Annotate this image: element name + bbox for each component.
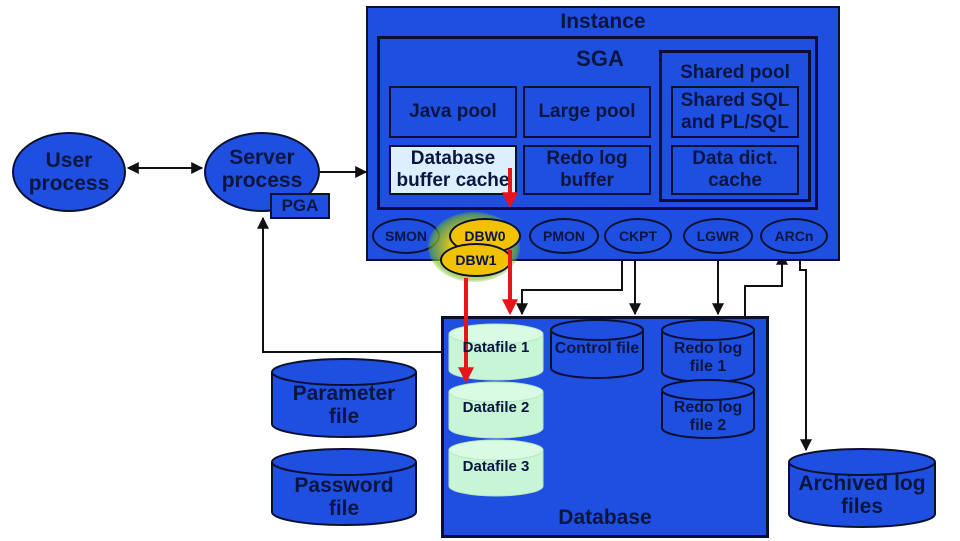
instance-title: Instance [560,10,646,33]
shared-sql-area: Shared SQL and PL/SQL [671,86,799,138]
database-title: Database [558,506,652,529]
arcn-archive-connector [799,254,812,452]
process-pmon: PMON [529,218,599,254]
archived-log-files-cylinder [788,448,936,528]
process-ckpt: CKPT [604,218,672,254]
redo-log-buffer: Redo log buffer [523,145,651,195]
shared-pool-title: Shared pool [680,62,790,83]
parameter-file-cylinder [271,358,417,438]
control-file-label: Control file [554,340,640,357]
archived-log-files-label: Archived log files [798,472,926,518]
redo-log-file-1-label: Redo log file 1 [673,340,743,375]
redo-arcn-connector [744,252,788,316]
user-process: User process [12,132,126,212]
datafile-2-cylinder [448,381,544,439]
database-buffer-cache: Database buffer cache [389,145,517,195]
datafile-3-label: Datafile 3 [462,458,530,475]
password-file-label: Password file [294,474,394,520]
datafile-3-cylinder [448,439,544,497]
parameter-file-label: Parameter file [292,382,396,428]
datafile-server-connector [257,216,444,353]
process-arcn: ARCn [760,218,828,254]
control-file-cylinder [550,319,644,379]
datafile-1-label: Datafile 1 [462,339,530,356]
password-file-cylinder [271,448,417,526]
process-lgwr: LGWR [683,218,753,254]
sga-title: SGA [576,46,624,71]
pga-box: PGA [270,193,330,219]
datafile-2-label: Datafile 2 [462,399,530,416]
redo-log-file-2-cylinder [661,379,755,439]
redo-log-file-2-label: Redo log file 2 [673,399,743,434]
java-pool: Java pool [389,86,517,138]
data-dict-cache: Data dict. cache [671,145,799,195]
ckpt-datafile-connector [516,252,623,316]
large-pool: Large pool [523,86,651,138]
